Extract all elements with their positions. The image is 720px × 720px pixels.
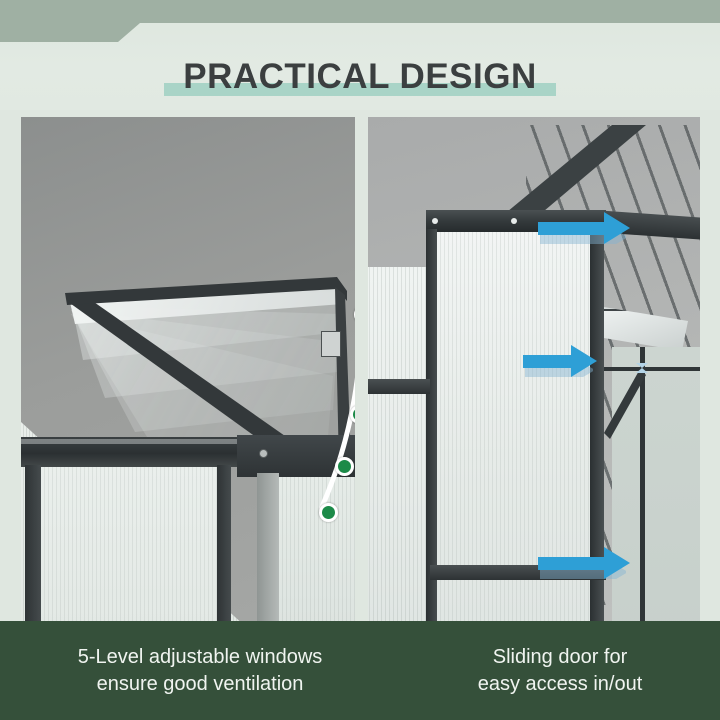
level-dot-level-4 xyxy=(335,457,354,476)
vertical-post-middle xyxy=(217,465,231,621)
photo-panel-adjustable-window xyxy=(21,117,355,621)
caption-band: 5-Level adjustable windows ensure good v… xyxy=(0,621,720,720)
level-arc-path xyxy=(319,376,355,512)
side-wall-panel xyxy=(368,267,430,621)
frame-screw xyxy=(259,449,268,458)
slide-arrow-top-tail xyxy=(538,222,604,235)
vertical-post-left xyxy=(25,465,41,621)
beam-highlight xyxy=(21,439,239,444)
lower-glass-panel-right xyxy=(279,469,355,621)
caption-left-line-2: ensure good ventilation xyxy=(96,672,304,695)
lower-glass-panel-left xyxy=(41,465,219,621)
caption-left-line-1: 5-Level adjustable windows xyxy=(77,645,323,668)
adjacent-glass-panel xyxy=(612,347,700,621)
level-dot-level-5 xyxy=(319,503,338,522)
page-title-wrap: PRACTICAL DESIGN xyxy=(0,48,720,104)
photo-panel-sliding-door xyxy=(368,117,700,621)
slide-arrow-middle-head xyxy=(571,345,597,377)
page-title: PRACTICAL DESIGN xyxy=(183,56,537,96)
glass-mullion-horizontal xyxy=(604,367,700,371)
vertical-post-right xyxy=(257,473,279,621)
slide-arrow-bottom-head xyxy=(604,547,630,579)
sliding-door-glass xyxy=(437,232,590,621)
level-dot-level-1 xyxy=(354,305,355,324)
slide-arrow-top-head xyxy=(604,212,630,244)
caption-right-line-2: easy access in/out xyxy=(477,672,643,695)
wall-rail-upper xyxy=(368,379,430,394)
window-hinge xyxy=(321,331,341,357)
slide-arrow-middle-tail xyxy=(523,355,571,368)
caption-right-line-1: Sliding door for xyxy=(492,645,628,668)
header-screw-right xyxy=(511,218,517,224)
level-dot-group xyxy=(319,297,355,557)
title-underline-bar xyxy=(164,83,556,96)
caption-right: Sliding door for easy access in/out xyxy=(400,621,720,720)
header-screw-left xyxy=(432,218,438,224)
slide-arrow-bottom-tail xyxy=(538,557,604,570)
level-dot-level-3 xyxy=(350,405,355,424)
door-stile-left xyxy=(426,229,437,621)
door-stile-right xyxy=(590,229,604,621)
caption-left: 5-Level adjustable windows ensure good v… xyxy=(0,621,400,720)
glass-mullion-vertical xyxy=(640,347,645,621)
